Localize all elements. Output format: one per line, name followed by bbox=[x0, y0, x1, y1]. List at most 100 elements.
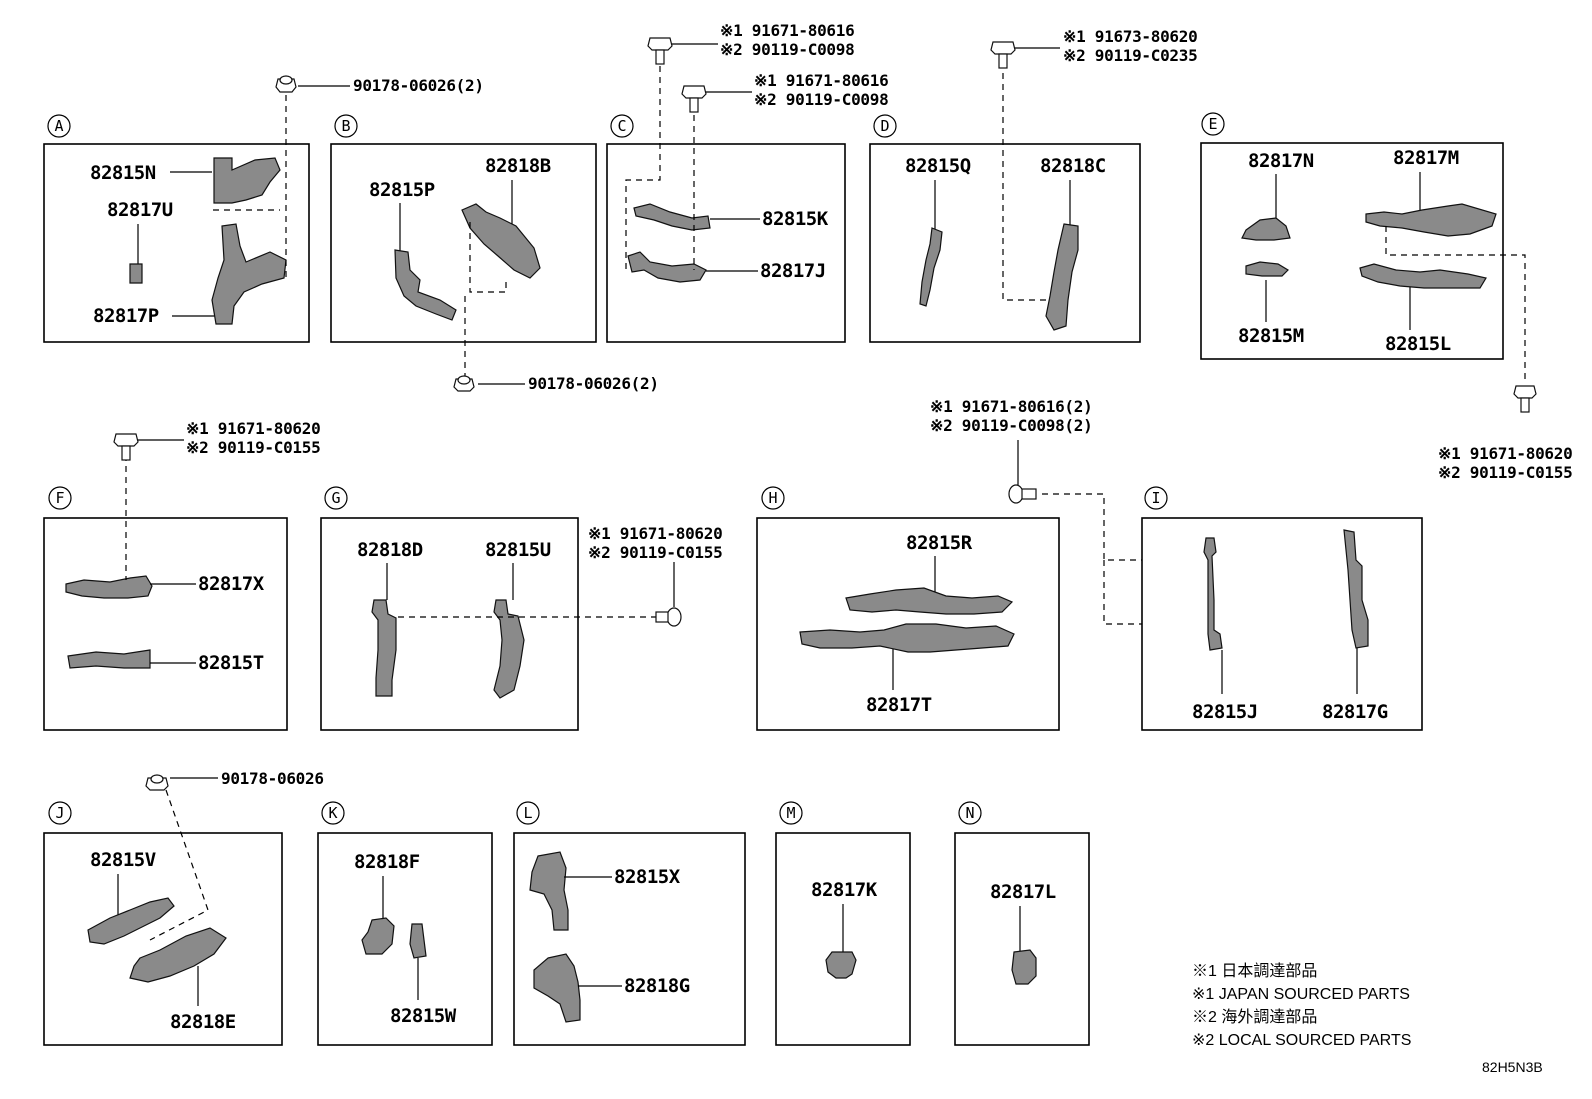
drawing-code: 82H5N3B bbox=[1482, 1059, 1543, 1075]
clip-part bbox=[825, 951, 857, 979]
section-e: E 82817N 82817M 82815M 82815L ※1 91671-8… bbox=[1200, 112, 1573, 482]
bolt-icon bbox=[655, 607, 682, 627]
bracket-part bbox=[361, 917, 395, 955]
section-d-letter: D bbox=[880, 117, 889, 135]
fastener-label: ※2 90119-C0098 bbox=[754, 90, 888, 109]
section-n-letter: N bbox=[965, 804, 974, 822]
part-label: 82815T bbox=[198, 652, 264, 674]
part-label: 82817L bbox=[990, 881, 1056, 903]
bracket-part bbox=[213, 157, 281, 204]
part-label: 82815L bbox=[1385, 333, 1451, 355]
clip-part bbox=[1011, 949, 1037, 985]
section-j-letter: J bbox=[55, 804, 64, 822]
section-f-box bbox=[43, 517, 288, 731]
section-c-box bbox=[606, 143, 846, 343]
section-i: I 82815J 82817G bbox=[1141, 486, 1423, 731]
fastener-label: 90178-06026(2) bbox=[528, 374, 659, 393]
legend-line: ※1 JAPAN SOURCED PARTS bbox=[1192, 986, 1410, 1003]
section-c: C 82815K 82817J ※1 91671-80616 ※2 90119-… bbox=[606, 21, 889, 343]
fastener-label: ※2 90119-C0098(2) bbox=[930, 416, 1092, 435]
section-h: H 82815R 82817T ※1 91671-80616(2) ※2 901… bbox=[756, 397, 1355, 731]
fastener-label: ※1 91671-80620 bbox=[186, 419, 320, 438]
bolt-icon bbox=[1008, 484, 1037, 504]
section-l-letter: L bbox=[523, 804, 532, 822]
part-label: 82818C bbox=[1040, 155, 1106, 177]
section-n: N 82817L bbox=[954, 801, 1090, 1046]
part-label: 82815W bbox=[390, 1005, 457, 1027]
fastener-label: 90178-06026(2) bbox=[353, 76, 484, 95]
section-g: G 82818D 82815U ※1 91671-80620 ※2 90119-… bbox=[320, 486, 723, 731]
bracket-part bbox=[533, 953, 581, 1023]
section-d-box bbox=[869, 143, 1141, 343]
bracket-part bbox=[1241, 217, 1291, 241]
part-label: 82818E bbox=[170, 1011, 236, 1033]
part-label: 82818D bbox=[357, 539, 423, 561]
fastener-label: ※1 91671-80620 bbox=[1438, 444, 1572, 463]
part-label: 82817P bbox=[93, 305, 159, 327]
bracket-part bbox=[394, 249, 457, 321]
bracket-part bbox=[1203, 537, 1223, 651]
part-label: 82818F bbox=[354, 851, 420, 873]
part-label: 82818B bbox=[485, 155, 551, 177]
bracket-part bbox=[627, 251, 707, 283]
fastener-label: ※2 90119-C0235 bbox=[1063, 46, 1197, 65]
section-f-letter: F bbox=[55, 489, 64, 507]
section-b-letter: B bbox=[341, 117, 350, 135]
section-m-box bbox=[775, 832, 911, 1046]
section-a-letter: A bbox=[54, 117, 63, 135]
legend-line: ※2 海外調達部品 bbox=[1192, 1008, 1317, 1026]
section-e-box bbox=[1200, 142, 1504, 360]
part-label: 82817K bbox=[811, 879, 878, 901]
fastener-label: ※1 91673-80620 bbox=[1063, 27, 1197, 46]
bracket-part bbox=[493, 599, 525, 699]
section-i-letter: I bbox=[1151, 489, 1160, 507]
bracket-part bbox=[129, 927, 227, 983]
part-label: 82815P bbox=[369, 179, 435, 201]
section-j-box bbox=[43, 832, 283, 1046]
part-label: 82815M bbox=[1238, 325, 1304, 347]
part-label: 82818G bbox=[624, 975, 690, 997]
bracket-part bbox=[1359, 263, 1487, 289]
section-h-letter: H bbox=[768, 489, 777, 507]
fastener-label: ※1 91671-80616 bbox=[720, 21, 854, 40]
bracket-part bbox=[845, 587, 1014, 615]
bracket-part bbox=[1045, 223, 1079, 331]
bolt-icon bbox=[113, 433, 139, 461]
legend-line: ※1 日本調達部品 bbox=[1192, 962, 1317, 980]
fastener-label: ※2 90119-C0155 bbox=[588, 543, 722, 562]
section-m-letter: M bbox=[786, 804, 795, 822]
part-label: 82817N bbox=[1248, 150, 1314, 172]
fastener-label: ※2 90119-C0098 bbox=[720, 40, 854, 59]
part-label: 82815V bbox=[90, 849, 156, 871]
clip-icon bbox=[453, 375, 475, 392]
bracket-part bbox=[65, 575, 153, 599]
part-label: 82817T bbox=[866, 694, 932, 716]
section-b-box bbox=[330, 143, 597, 343]
bracket-part bbox=[1245, 261, 1289, 277]
fastener-label: ※2 90119-C0155 bbox=[186, 438, 320, 457]
part-label: 82815N bbox=[90, 162, 156, 184]
section-e-letter: E bbox=[1208, 115, 1217, 133]
section-m: M 82817K bbox=[775, 801, 911, 1046]
bracket-part bbox=[371, 599, 397, 697]
section-i-box bbox=[1141, 517, 1423, 731]
bolt-icon bbox=[647, 37, 673, 65]
bracket-part bbox=[1343, 529, 1369, 649]
part-label: 82817M bbox=[1393, 147, 1459, 169]
section-c-letter: C bbox=[617, 117, 626, 135]
section-b: B 82815P 82818B 90178-06026(2) bbox=[330, 114, 659, 393]
part-label: 82817U bbox=[107, 199, 173, 221]
bracket-part bbox=[211, 223, 287, 325]
fastener-label: ※1 91671-80616(2) bbox=[930, 397, 1092, 416]
bracket-part bbox=[633, 203, 711, 231]
fastener-label: ※2 90119-C0155 bbox=[1438, 463, 1572, 482]
fastener-label: 90178-06026 bbox=[221, 769, 324, 788]
part-label: 82815X bbox=[614, 866, 681, 888]
bracket-part bbox=[87, 897, 175, 945]
bracket-part bbox=[67, 649, 151, 669]
section-g-box bbox=[320, 517, 579, 731]
section-a: A 82815N 82817U 82817P 90178-06026(2) bbox=[43, 75, 484, 343]
bracket-part bbox=[919, 227, 943, 307]
bracket-part bbox=[129, 263, 143, 284]
part-label: 82817X bbox=[198, 573, 265, 595]
